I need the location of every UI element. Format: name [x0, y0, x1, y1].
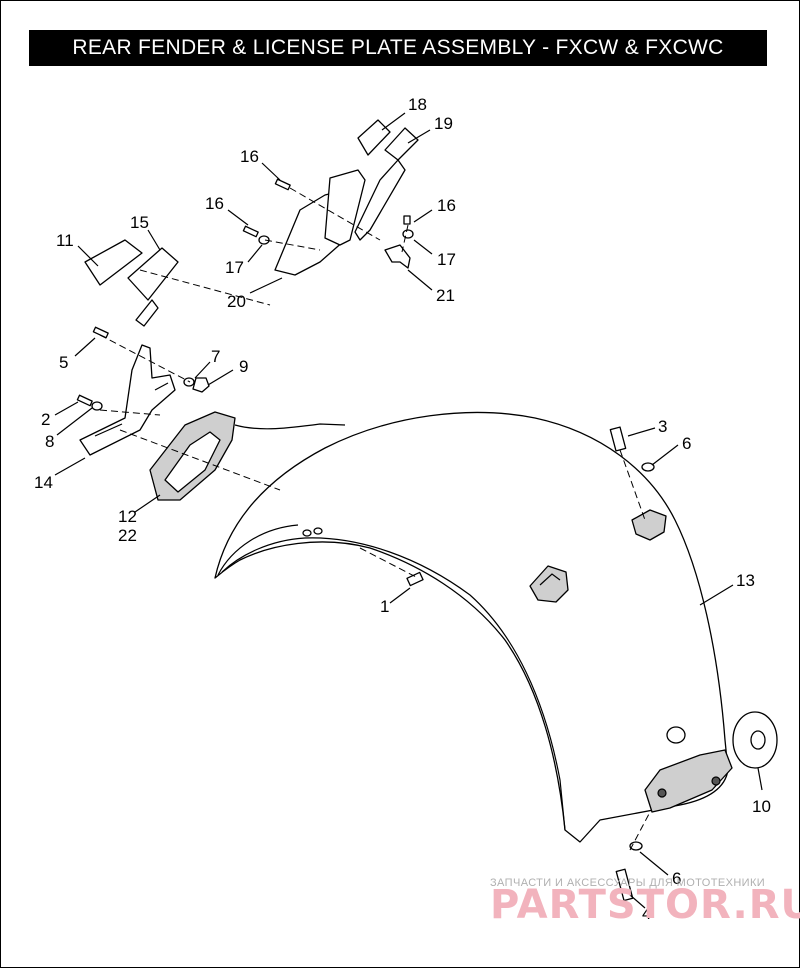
callout-1: 1 — [380, 597, 389, 616]
callout-6: 6 — [682, 434, 691, 453]
callout-11: 11 — [56, 231, 74, 250]
fasteners — [76, 178, 655, 902]
callout-2: 2 — [41, 410, 50, 429]
callout-16: 16 — [240, 147, 259, 166]
callout-14: 14 — [34, 473, 53, 492]
callout-21: 21 — [436, 286, 455, 305]
callout-12: 12 — [118, 507, 137, 526]
license-plate-bracket-part — [79, 344, 176, 456]
assembly-centerlines — [99, 187, 651, 851]
callout-6: 6 — [672, 869, 681, 888]
callout-9: 9 — [239, 357, 248, 376]
wire-clip-part — [384, 244, 411, 269]
callout-10: 10 — [752, 797, 771, 816]
rear-fender-part — [214, 411, 733, 843]
callout-17: 17 — [437, 250, 456, 269]
callout-7: 7 — [211, 347, 220, 366]
callout-8: 8 — [45, 432, 54, 451]
tail-lamp-housing-part — [149, 411, 346, 501]
callout-22: 22 — [118, 526, 137, 545]
callout-18: 18 — [408, 95, 427, 114]
callout-19: 19 — [434, 114, 453, 133]
callout-13: 13 — [736, 571, 755, 590]
watermark-tagline: ЗАПЧАСТИ И АКСЕССУАРЫ ДЛЯ МОТОТЕХНИКИ — [490, 877, 765, 889]
callout-16: 16 — [437, 196, 456, 215]
leader-lines — [54, 112, 763, 909]
watermark: ЗАПЧАСТИ И АКСЕССУАРЫ ДЛЯ МОТОТЕХНИКИ PA… — [490, 877, 800, 928]
washer-part — [732, 711, 778, 769]
callout-3: 3 — [658, 417, 667, 436]
upper-plate-bracket-part — [274, 169, 366, 276]
callout-labels: 18 19 16 16 16 17 17 11 15 20 21 5 7 9 2… — [34, 95, 771, 923]
callout-5: 5 — [59, 353, 68, 372]
watermark-brand: PARTSTOR.RU — [490, 882, 800, 928]
callout-15: 15 — [130, 213, 149, 232]
callout-17: 17 — [225, 258, 244, 277]
diagram-title: REAR FENDER & LICENSE PLATE ASSEMBLY - F… — [29, 30, 767, 66]
callout-16: 16 — [205, 194, 224, 213]
callout-4: 4 — [642, 904, 651, 923]
callout-20: 20 — [227, 292, 246, 311]
license-plate-parts — [84, 119, 419, 327]
